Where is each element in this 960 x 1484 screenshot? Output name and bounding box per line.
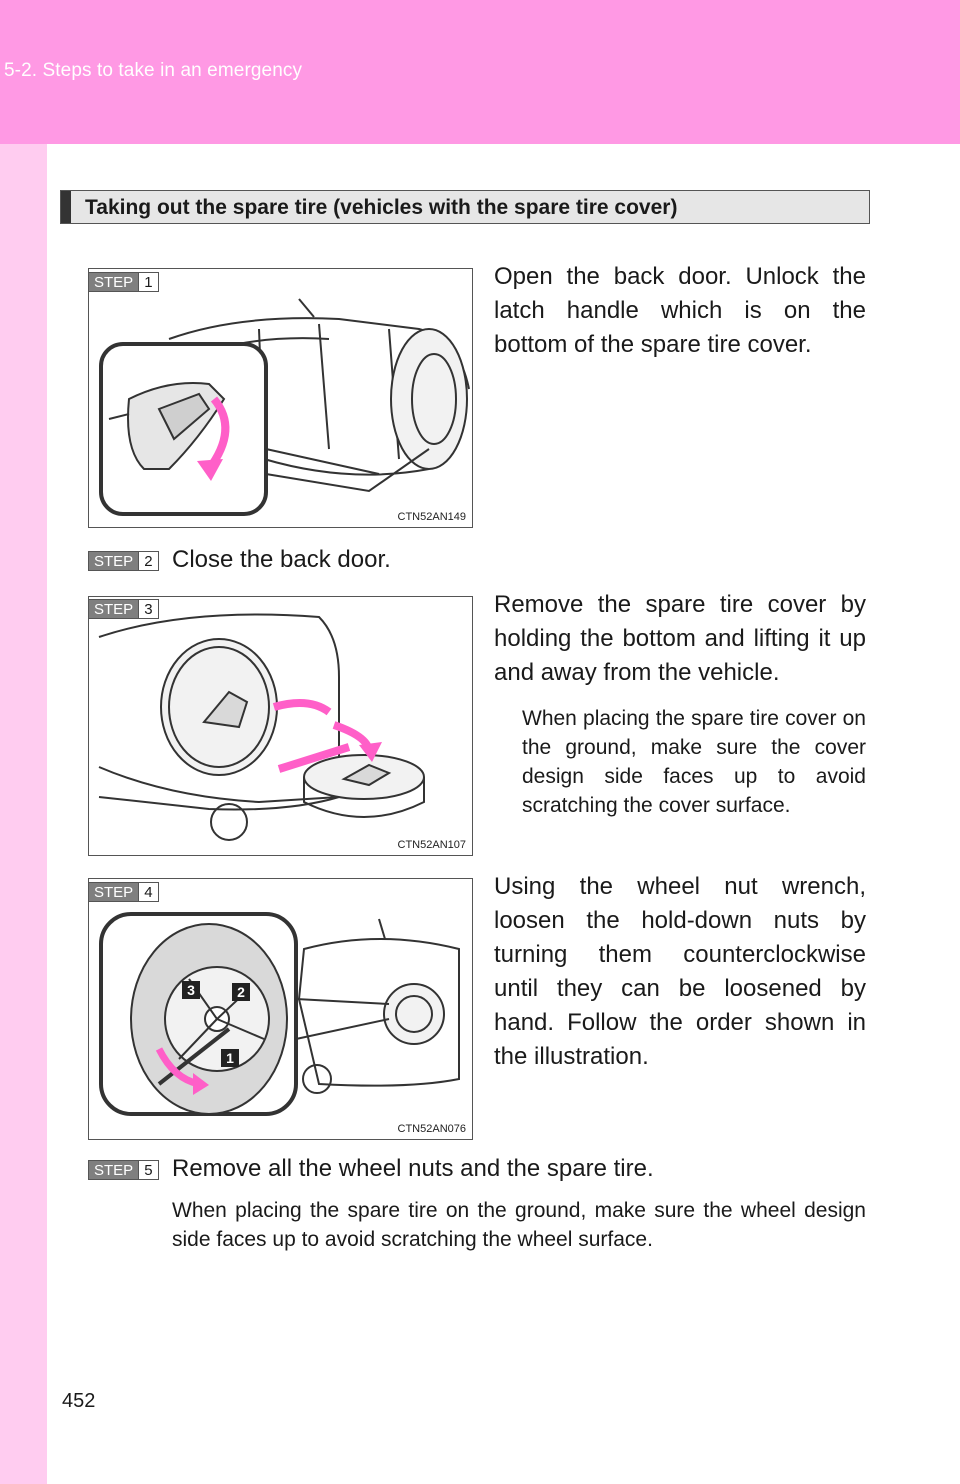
illustration-latch-handle — [99, 298, 470, 516]
step-badge-4: STEP 4 — [88, 882, 159, 902]
illustration-loosen-nuts: 3 2 1 — [99, 912, 460, 1116]
step-badge-word: STEP — [88, 272, 140, 292]
step-5-text: Remove all the wheel nuts and the spare … — [172, 1155, 654, 1182]
step-4-text: Using the wheel nut wrench, loosen the h… — [494, 873, 866, 1070]
side-band — [0, 144, 47, 1484]
figure-code: CTN52AN076 — [397, 1123, 466, 1135]
section-heading: Taking out the spare tire (vehicles with… — [60, 190, 870, 224]
step-badge-number: 1 — [139, 272, 159, 292]
step-badge-1: STEP 1 — [88, 272, 159, 292]
section-label: 5-2. Steps to take in an emergency — [4, 60, 303, 81]
figure-step-1: CTN52AN149 — [88, 268, 473, 528]
figure-code: CTN52AN107 — [397, 839, 466, 851]
step-badge-word: STEP — [88, 1160, 140, 1180]
illustration-remove-cover — [98, 613, 425, 841]
step-badge-3: STEP 3 — [88, 599, 159, 619]
page-number: 452 — [62, 1390, 96, 1412]
step-badge-number: 5 — [139, 1160, 159, 1180]
callout-2: 2 — [237, 984, 245, 1000]
step-badge-word: STEP — [88, 882, 140, 902]
figure-step-3: CTN52AN107 — [88, 596, 473, 856]
step-badge-word: STEP — [88, 599, 140, 619]
step-1-text: Open the back door. Unlock the latch han… — [494, 263, 866, 358]
step-badge-5: STEP 5 — [88, 1160, 159, 1180]
figure-code: CTN52AN149 — [397, 511, 466, 523]
header-band: 5-2. Steps to take in an emergency — [0, 0, 960, 144]
step-badge-word: STEP — [88, 551, 140, 571]
step-2-text: Close the back door. — [172, 546, 391, 573]
step-5-note: When placing the spare tire on the groun… — [172, 1199, 866, 1251]
step-3-text: Remove the spare tire cover by holding t… — [494, 591, 866, 686]
step-badge-number: 4 — [139, 882, 159, 902]
heading-bar — [61, 191, 71, 223]
nut-order-callouts: 3 2 1 — [182, 981, 250, 1067]
step-badge-number: 3 — [139, 599, 159, 619]
callout-1: 1 — [226, 1050, 234, 1066]
step-badge-number: 2 — [139, 551, 159, 571]
callout-3: 3 — [187, 982, 195, 998]
step-badge-2: STEP 2 — [88, 551, 159, 571]
section-heading-title: Taking out the spare tire (vehicles with… — [85, 196, 678, 219]
figure-step-4: 3 2 1 CTN52AN076 — [88, 878, 473, 1140]
step-3-note: When placing the spare tire cover on the… — [522, 707, 866, 817]
